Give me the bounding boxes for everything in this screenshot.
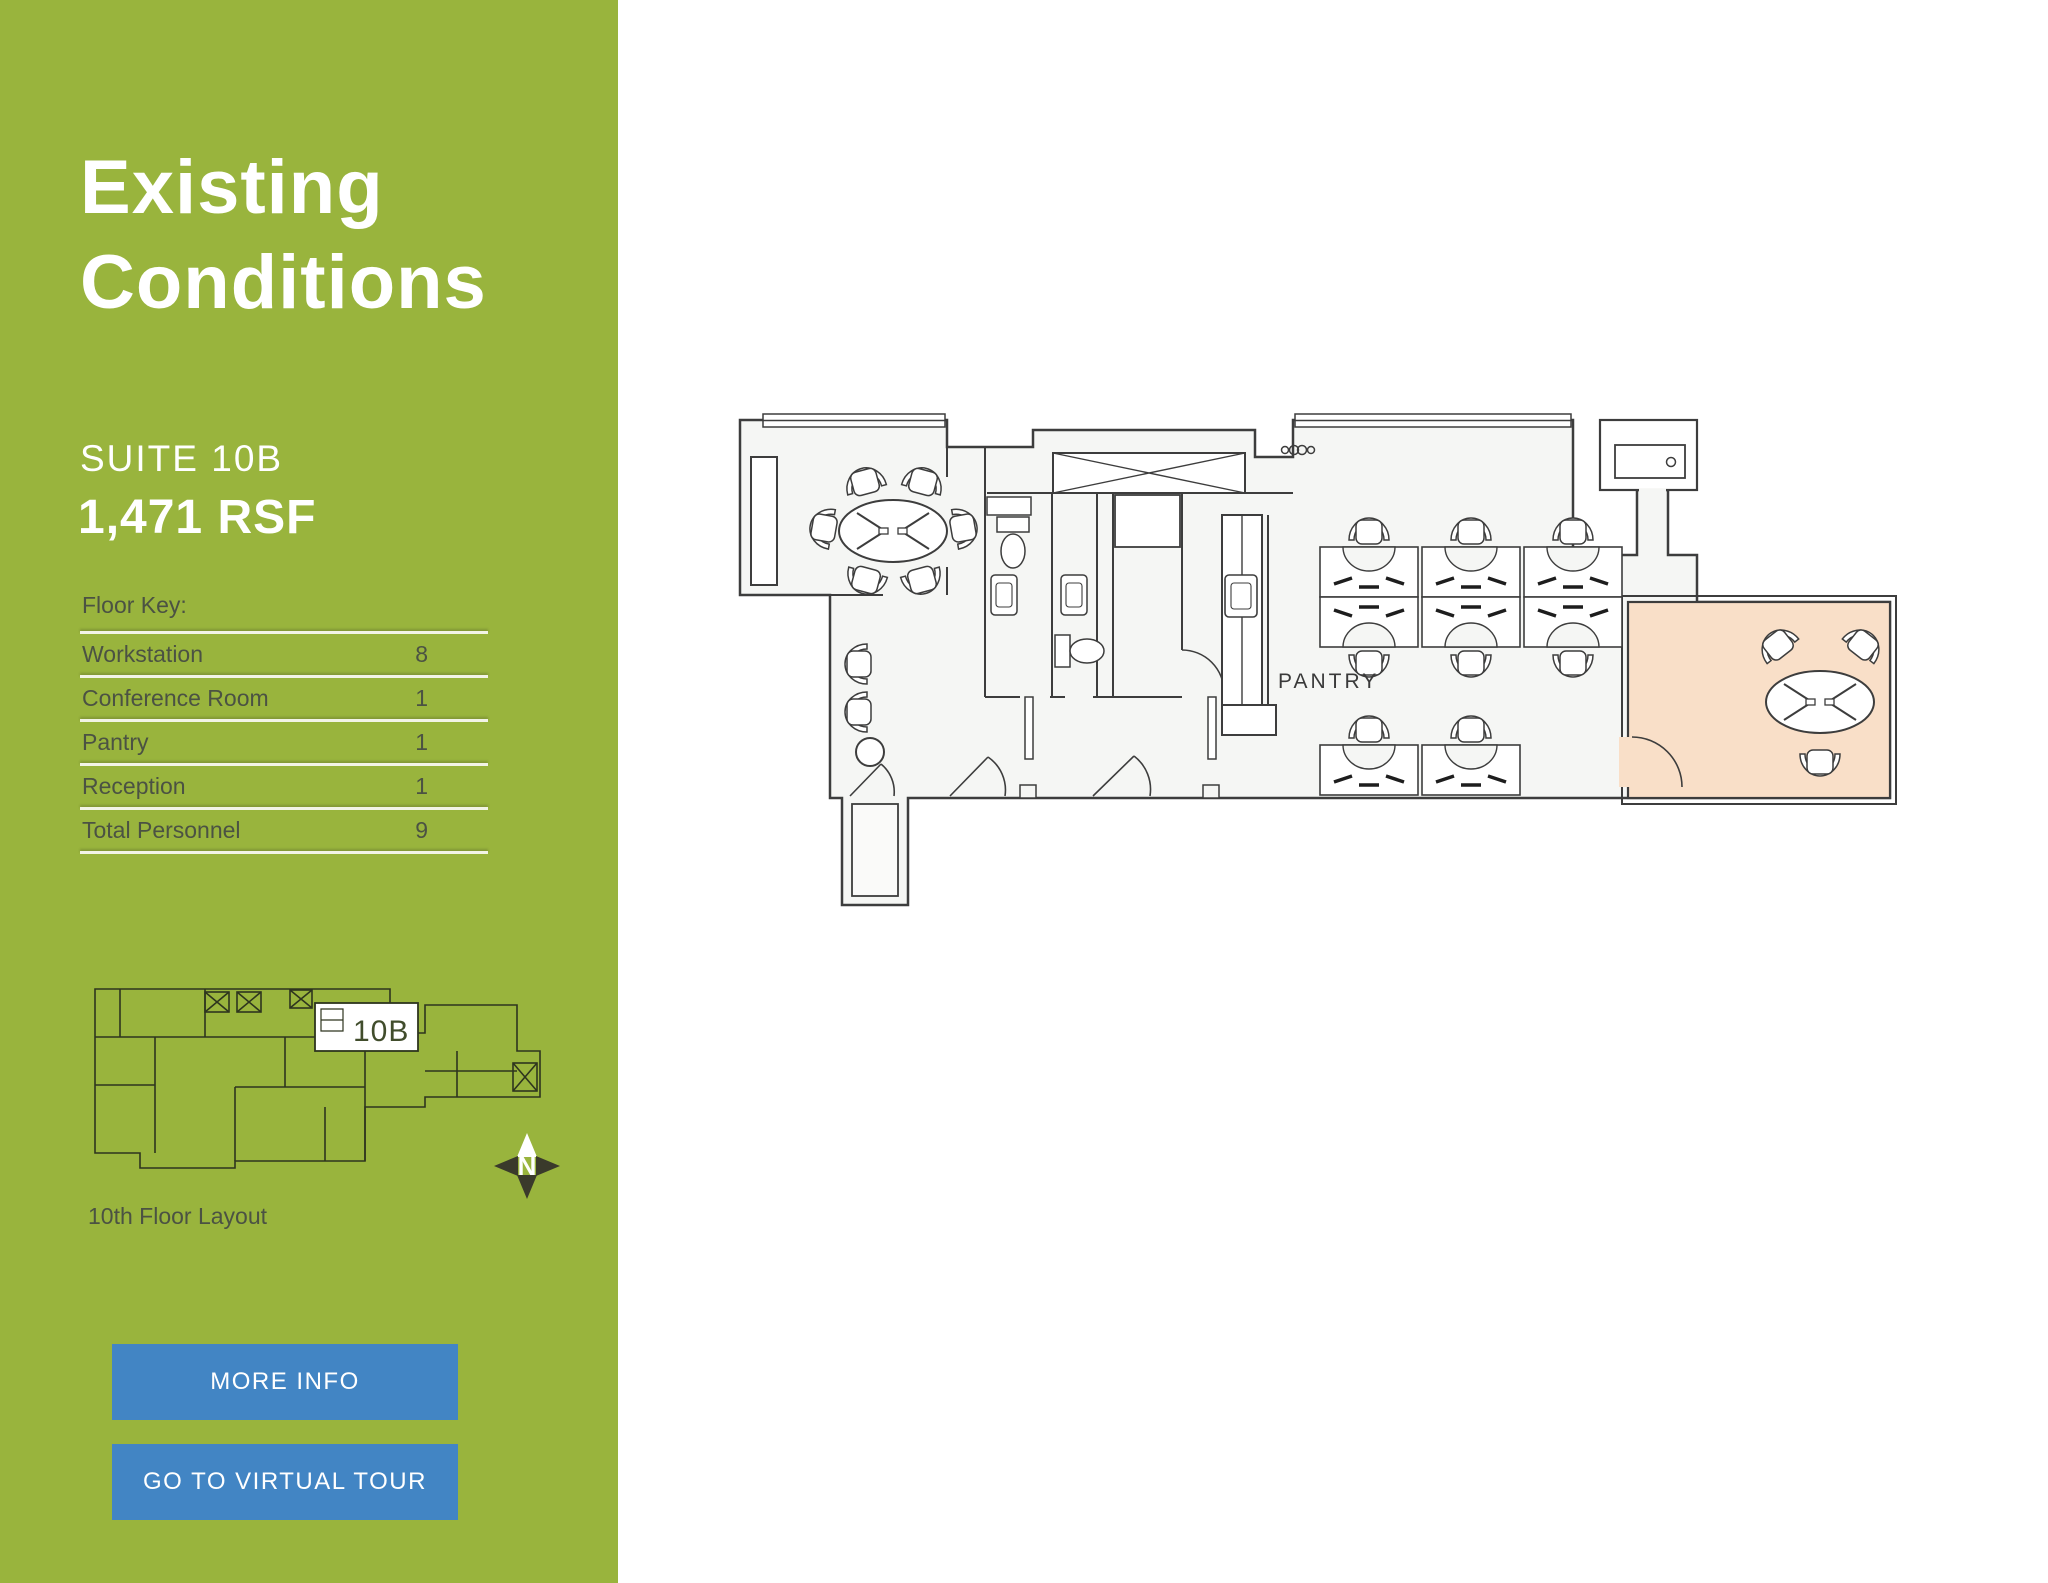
suite-rsf: 1,471 RSF bbox=[78, 491, 317, 544]
page-title: Existing Conditions bbox=[80, 140, 487, 330]
wall-fins bbox=[1024, 696, 1217, 760]
conference-room bbox=[750, 456, 982, 600]
more-info-button[interactable]: MORE INFO bbox=[112, 1344, 458, 1420]
row-label: Total Personnel bbox=[82, 817, 241, 843]
row-value: 1 bbox=[415, 729, 428, 755]
thumbnail-suite-highlight bbox=[314, 1002, 419, 1052]
thumbnail-suite-label: 10B bbox=[353, 1015, 409, 1048]
row-value: 8 bbox=[415, 641, 428, 667]
divider bbox=[80, 719, 488, 722]
pantry-label: PANTRY bbox=[1278, 670, 1379, 693]
thumbnail-caption: 10th Floor Layout bbox=[88, 1203, 268, 1229]
row-label: Pantry bbox=[82, 729, 149, 755]
page-title-line2: Conditions bbox=[80, 240, 487, 325]
door-arc bbox=[1631, 736, 1683, 788]
entry-doors bbox=[849, 755, 1152, 797]
window-band bbox=[762, 413, 1572, 428]
divider bbox=[80, 675, 488, 678]
floor-plan: PANTRY bbox=[738, 413, 1897, 907]
row-label: Reception bbox=[82, 773, 186, 799]
table-row: Workstation 8 bbox=[80, 634, 488, 675]
pantry-counter bbox=[1221, 514, 1277, 736]
row-label: Conference Room bbox=[82, 685, 269, 711]
reception-table bbox=[1765, 670, 1875, 734]
divider bbox=[80, 851, 488, 854]
vestibule-block bbox=[1598, 418, 1699, 492]
row-value: 9 bbox=[415, 817, 428, 843]
row-value: 1 bbox=[415, 773, 428, 799]
lounge-seating bbox=[844, 643, 885, 767]
row-label: Workstation bbox=[82, 641, 204, 667]
table-row: Reception 1 bbox=[80, 766, 488, 807]
restroom-fixtures bbox=[986, 494, 1225, 693]
sidebar: Existing Conditions SUITE 10B 1,471 RSF … bbox=[0, 0, 618, 1583]
interior-walls bbox=[830, 447, 1293, 705]
wall-stubs bbox=[1019, 784, 1220, 799]
entry-corridor bbox=[851, 803, 899, 897]
table-row: Pantry 1 bbox=[80, 722, 488, 763]
divider bbox=[80, 631, 488, 634]
suite-label: SUITE 10B bbox=[80, 438, 284, 479]
divider bbox=[80, 807, 488, 810]
page-title-line1: Existing bbox=[80, 145, 384, 230]
elevator-shaft bbox=[1052, 452, 1246, 494]
compass-north-icon: N bbox=[494, 1133, 560, 1199]
floor-key-heading: Floor Key: bbox=[82, 592, 187, 618]
divider bbox=[80, 763, 488, 766]
conference-table bbox=[838, 499, 948, 563]
table-row: Conference Room 1 bbox=[80, 678, 488, 719]
floor-key-table: Floor Key: Workstation 8 Conference Room… bbox=[80, 592, 488, 854]
table-row: Total Personnel 9 bbox=[80, 810, 488, 851]
row-value: 1 bbox=[415, 685, 428, 711]
virtual-tour-button[interactable]: GO TO VIRTUAL TOUR bbox=[112, 1444, 458, 1520]
burners-symbol bbox=[1280, 444, 1316, 456]
floor-layout-thumbnail[interactable]: 10B bbox=[85, 975, 555, 1187]
compass-label: N bbox=[518, 1151, 537, 1181]
credenza bbox=[750, 456, 778, 586]
side-table bbox=[855, 737, 885, 767]
